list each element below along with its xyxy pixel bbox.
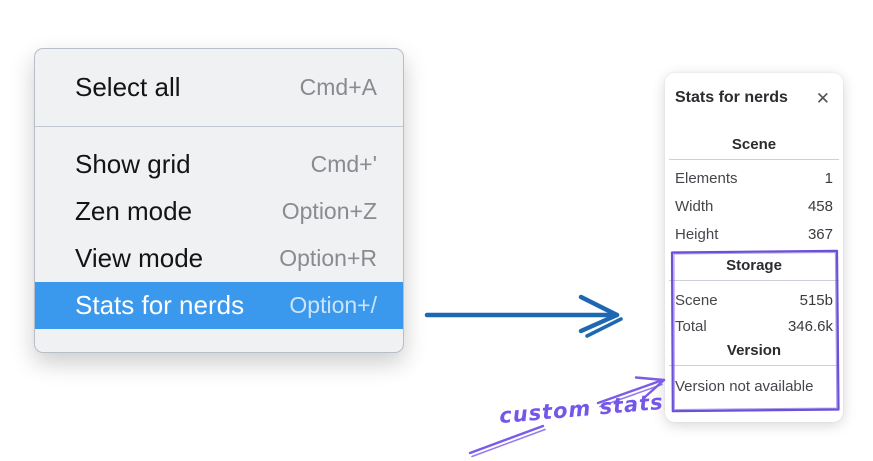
section-heading-version: Version [726,342,782,359]
stat-value: 346.6k [787,317,833,335]
section-heading-storage: Storage [726,257,782,274]
stat-value: 1 [824,169,833,187]
menu-item-stats-for-nerds[interactable]: Stats for nerds Option+/ [35,282,403,329]
stat-label: Width [675,197,714,215]
menu-item-select-all[interactable]: Select all Cmd+A [35,63,403,111]
menu-item-zen-mode[interactable]: Zen mode Option+Z [35,188,403,235]
stat-value: 367 [807,225,833,243]
section-divider [669,280,839,281]
stat-value: 515b [799,291,833,309]
stat-row-storage-total: Total 346.6k [675,313,833,339]
menu-item-shortcut: Option+/ [289,292,377,318]
menu-item-show-grid[interactable]: Show grid Cmd+' [35,141,403,188]
menu-item-shortcut: Option+Z [281,198,377,224]
stat-label: Elements [675,169,738,187]
annotation-label: custom stats [498,389,665,429]
section-divider [669,159,839,160]
context-menu: Select all Cmd+A Show grid Cmd+' Zen mod… [34,48,404,353]
stat-row-storage-scene: Scene 515b [675,287,833,313]
menu-item-shortcut: Option+R [279,245,377,271]
stat-row-height: Height 367 [675,220,833,248]
menu-item-label: Select all [75,71,181,102]
menu-item-label: Zen mode [75,196,193,226]
menu-item-label: Stats for nerds [75,290,245,320]
menu-item-view-mode[interactable]: View mode Option+R [35,235,403,282]
stat-row-elements: Elements 1 [675,164,833,192]
stats-panel-header: Stats for nerds ✕ [675,85,833,111]
menu-item-shortcut: Cmd+' [310,151,377,177]
pointer-arrow-icon [424,294,623,338]
stat-row-width: Width 458 [675,192,833,220]
stat-label: Scene [675,291,718,309]
stats-panel: Stats for nerds ✕ Scene Elements 1 Width… [665,73,843,422]
stat-value: 458 [807,197,833,215]
stats-panel-title: Stats for nerds [675,89,788,106]
menu-item-label: Show grid [75,149,191,179]
menu-item-shortcut: Cmd+A [299,73,377,100]
stat-label: Total [675,317,707,335]
close-icon[interactable]: ✕ [815,88,830,108]
menu-item-label: View mode [75,243,204,273]
section-heading-scene: Scene [731,136,777,153]
menu-separator [35,126,403,127]
section-divider [669,365,839,366]
stat-label: Height [675,225,719,243]
version-note: Version not available [675,378,814,395]
